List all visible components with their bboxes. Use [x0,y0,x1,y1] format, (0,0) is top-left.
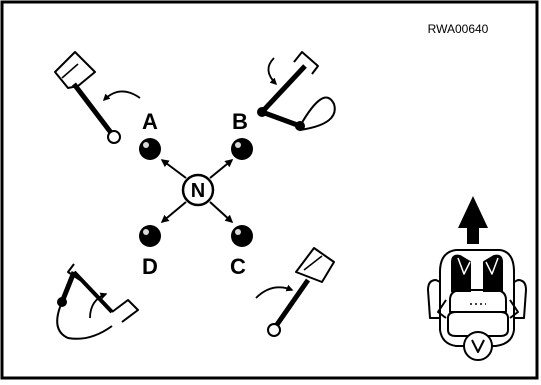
motion-arrow-c [255,284,294,299]
forward-arrow-icon [458,196,488,244]
position-dot-a [139,138,161,160]
position-dot-c [231,225,253,247]
position-label-c: C [230,254,246,279]
motion-arrow-b [267,57,278,86]
arrow-to-d [160,201,187,223]
shift-lever-icon [54,51,121,144]
arrow-to-c [209,201,234,224]
position-label-a: A [142,109,158,134]
shift-lever-icon [257,51,336,131]
neutral-label: N [191,180,205,202]
neutral-circle [181,173,215,207]
shift-pattern: N A B C D [139,109,253,279]
shift-lever-icon [56,263,139,340]
arrow-to-a [160,159,187,179]
position-dot-d [139,225,161,247]
motion-arrow-a [102,90,141,102]
figure-code: RWA00640 [428,22,489,36]
arrow-to-b [209,159,234,179]
position-label-b: B [232,109,248,134]
position-label-d: D [142,254,158,279]
motion-arrow-d [89,292,108,319]
operator-top-view-icon [427,249,527,361]
position-dot-b [231,138,253,160]
shift-lever-icon [267,247,335,337]
